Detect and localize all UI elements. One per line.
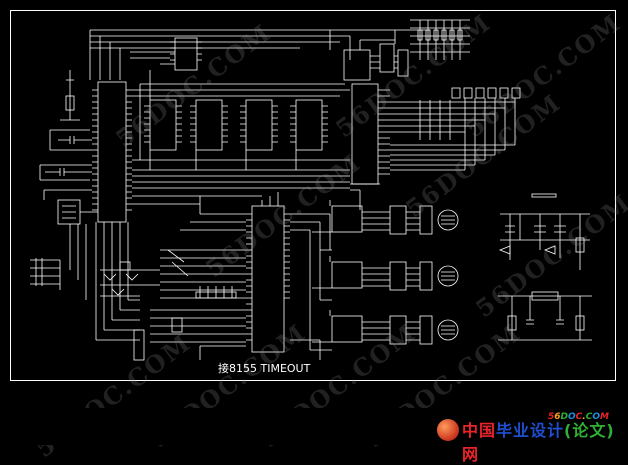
top-bus	[89, 29, 430, 80]
slogan-main: 毕业设计	[496, 421, 565, 440]
slogan-prefix: 中国	[462, 421, 497, 440]
url-letter: C	[575, 412, 583, 422]
chip-8155	[132, 192, 321, 360]
power-supply-block	[498, 193, 592, 341]
latch-chips	[132, 83, 350, 189]
drawing-border	[10, 10, 616, 381]
site-url: 56DOC.COM	[548, 412, 609, 422]
slogan-suffix: 网	[462, 445, 480, 464]
left-bottom-bus	[95, 222, 160, 361]
url-letter: C	[585, 412, 593, 422]
site-slogan: 中国毕业设计(论文) 网	[462, 417, 628, 465]
brand-footer	[0, 408, 628, 445]
url-letter: 6	[554, 412, 561, 422]
url-letter: M	[599, 412, 609, 422]
url-letter: 5	[548, 412, 555, 422]
motor-channels	[290, 200, 459, 351]
top-small-chip	[130, 37, 202, 100]
top-right-chips	[343, 19, 470, 81]
schematic-sheet: 56DOC.COM 56DOC.COM 56DOC.COM 56DOC.COM …	[0, 7, 628, 464]
left-components	[30, 70, 98, 300]
schematic-caption: 接8155 TIMEOUT	[218, 362, 311, 375]
slogan-paren: (论文)	[564, 421, 615, 440]
display-controller	[350, 83, 521, 210]
url-letter: O	[592, 412, 600, 422]
url-letter: .	[582, 412, 586, 422]
url-letter: O	[568, 412, 576, 422]
globe-icon	[437, 419, 459, 441]
circuit-schematic	[30, 19, 592, 361]
url-letter: D	[560, 412, 569, 422]
